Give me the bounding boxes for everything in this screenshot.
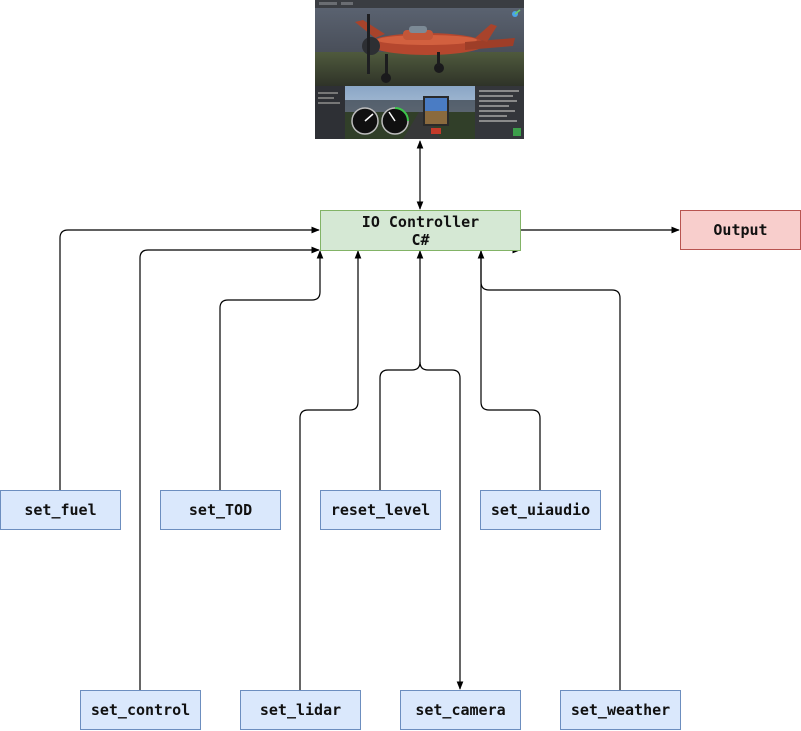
output-node: Output (680, 210, 801, 250)
edge-set-fuel (59, 226, 320, 490)
reset-level-node: reset_level (320, 490, 441, 530)
set-lidar-node: set_lidar (240, 690, 361, 730)
set-uiaudio-label: set_uiaudio (490, 501, 591, 519)
set-weather-label: set_weather (570, 701, 671, 719)
set-camera-node: set_camera (400, 690, 521, 730)
set-uiaudio-node: set_uiaudio (480, 490, 601, 530)
edge-set-lidar (299, 250, 362, 690)
set-tod-node: set_TOD (160, 490, 281, 530)
flight-simulator-screenshot (315, 0, 524, 139)
edge-set-tod (219, 250, 324, 490)
set-lidar-label: set_lidar (259, 701, 342, 719)
set-control-label: set_control (90, 701, 191, 719)
reset-level-label: reset_level (330, 501, 431, 519)
edge-set-uiaudio (477, 250, 541, 490)
set-control-node: set_control (80, 690, 201, 730)
simulator-image (315, 0, 524, 139)
set-camera-label: set_camera (415, 701, 506, 719)
io-controller-title: IO Controller (361, 212, 480, 231)
set-weather-node: set_weather (560, 690, 681, 730)
edge-set-weather (480, 251, 621, 690)
edge-reset-level (379, 250, 424, 490)
output-label: Output (713, 221, 768, 239)
set-fuel-label: set_fuel (24, 501, 97, 519)
edge-set-camera (419, 361, 464, 690)
io-controller-subtitle: C# (411, 230, 430, 249)
io-controller-node: IO Controller C# (320, 210, 521, 251)
set-tod-label: set_TOD (188, 501, 253, 519)
edge-set-control (139, 246, 320, 690)
set-fuel-node: set_fuel (0, 490, 121, 530)
